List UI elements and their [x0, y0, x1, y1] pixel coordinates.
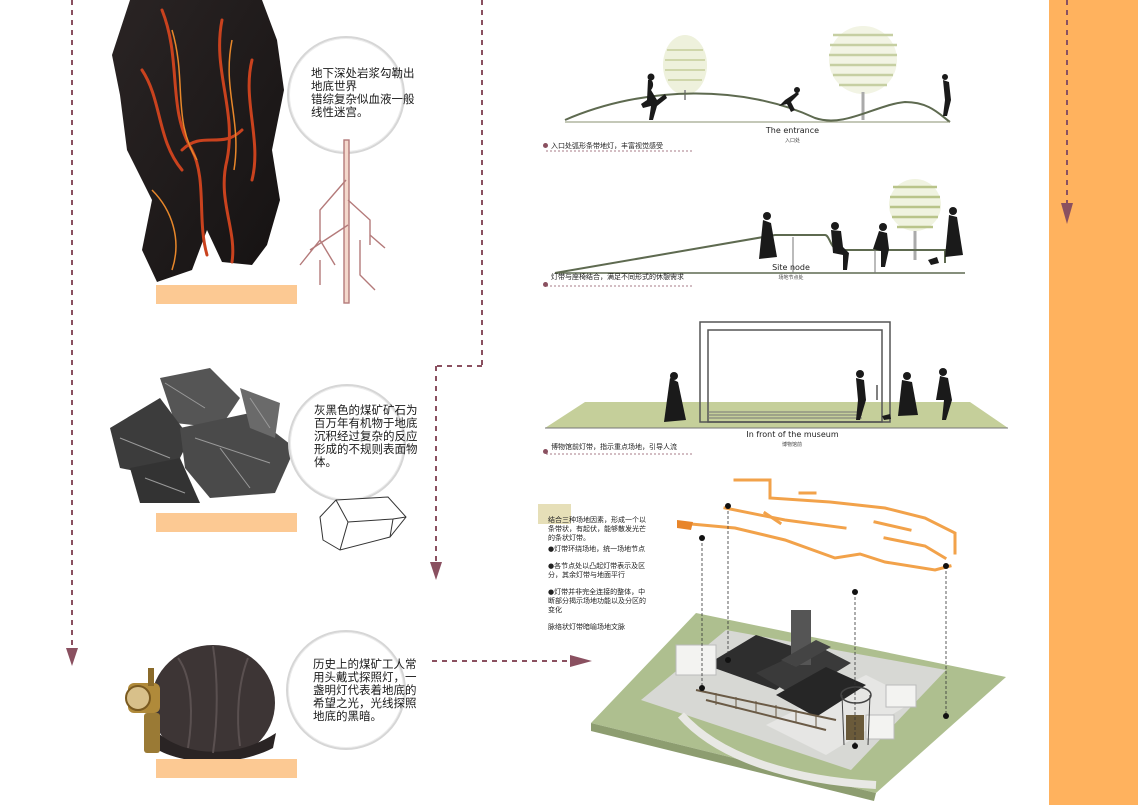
entrance-section-drawing	[564, 26, 951, 123]
magma-rock-image	[112, 0, 284, 282]
entrance-caption: 入口处弧形条带地灯，丰富视觉感受	[551, 142, 663, 150]
museum-section-drawing	[545, 321, 1008, 429]
site-node-section-drawing	[554, 179, 965, 274]
light-strip-axonometric	[677, 478, 957, 572]
entrance-tree-right	[829, 26, 897, 120]
coal-description-text: 灰黑色的煤矿矿石为 百万年有机物于地底 沉积经过复杂的反应 形成的不规则表面物 …	[314, 403, 418, 469]
museum-bullet	[543, 449, 548, 454]
entrance-caption-underline	[546, 150, 692, 152]
magma-description-circle	[287, 36, 405, 154]
site-node-caption-underline	[546, 285, 692, 287]
miner-helmet-image	[125, 645, 276, 762]
entrance-tree-left	[663, 35, 707, 100]
lamp-description-circle	[286, 630, 406, 750]
axo-notes-point2: ●各节点处以凸起灯带表示及区 分，其余灯带与地面平行	[548, 562, 646, 579]
museum-caption: 博物馆前灯带，指示重点场地，引导人流	[551, 443, 677, 451]
axo-notes-intro: 结合三种场地因素，形成一个以 条带状，有起伏，能够散发光芒 的条状灯带。	[548, 516, 646, 542]
lamp-description-text: 历史上的煤矿工人常 用头戴式探照灯，一 盏明灯代表着地底的 希望之光，光线探照 …	[313, 657, 417, 723]
axo-notes-closing: 脉络状灯带暗喻场地文脉	[548, 623, 625, 631]
vein-branch-graphic	[299, 139, 386, 304]
magma-label-bar	[156, 285, 297, 304]
site-model-axonometric	[591, 610, 1006, 801]
axo-notes-marker	[538, 504, 571, 524]
helmet-label-bar	[156, 759, 297, 778]
coal-ore-image	[110, 368, 295, 503]
entrance-title-cn: 入口处	[784, 138, 800, 144]
museum-title-cn: 博物馆前	[781, 442, 802, 448]
angular-block-graphic	[319, 496, 407, 551]
museum-caption-underline	[546, 453, 692, 455]
site-node-title-en: Site node	[772, 263, 810, 272]
axo-notes-point3: ●灯带并非完全连接的整体，中 断部分揭示场地功能以及分区的 变化	[548, 588, 646, 614]
entrance-bullet	[543, 143, 548, 148]
site-node-title-cn: 场地节点处	[778, 275, 804, 281]
site-node-bullet	[543, 282, 548, 287]
magma-description-text: 地下深处岩浆勾勒出 地底世界 错综复杂似血液一般 线性迷宫。	[311, 66, 415, 119]
site-node-caption: 灯带与座椅结合，满足不同形式的休憩需求	[551, 273, 684, 281]
right-accent-bar	[1049, 0, 1138, 805]
axo-notes-point1: ●灯带环绕场地，统一场地节点	[548, 545, 646, 553]
entrance-title-en: The entrance	[765, 126, 820, 135]
projection-lines	[699, 503, 949, 749]
coal-label-bar	[156, 513, 297, 532]
site-node-tree	[889, 179, 941, 260]
coal-description-circle	[288, 384, 406, 502]
museum-title-en: In front of the museum	[746, 430, 839, 439]
